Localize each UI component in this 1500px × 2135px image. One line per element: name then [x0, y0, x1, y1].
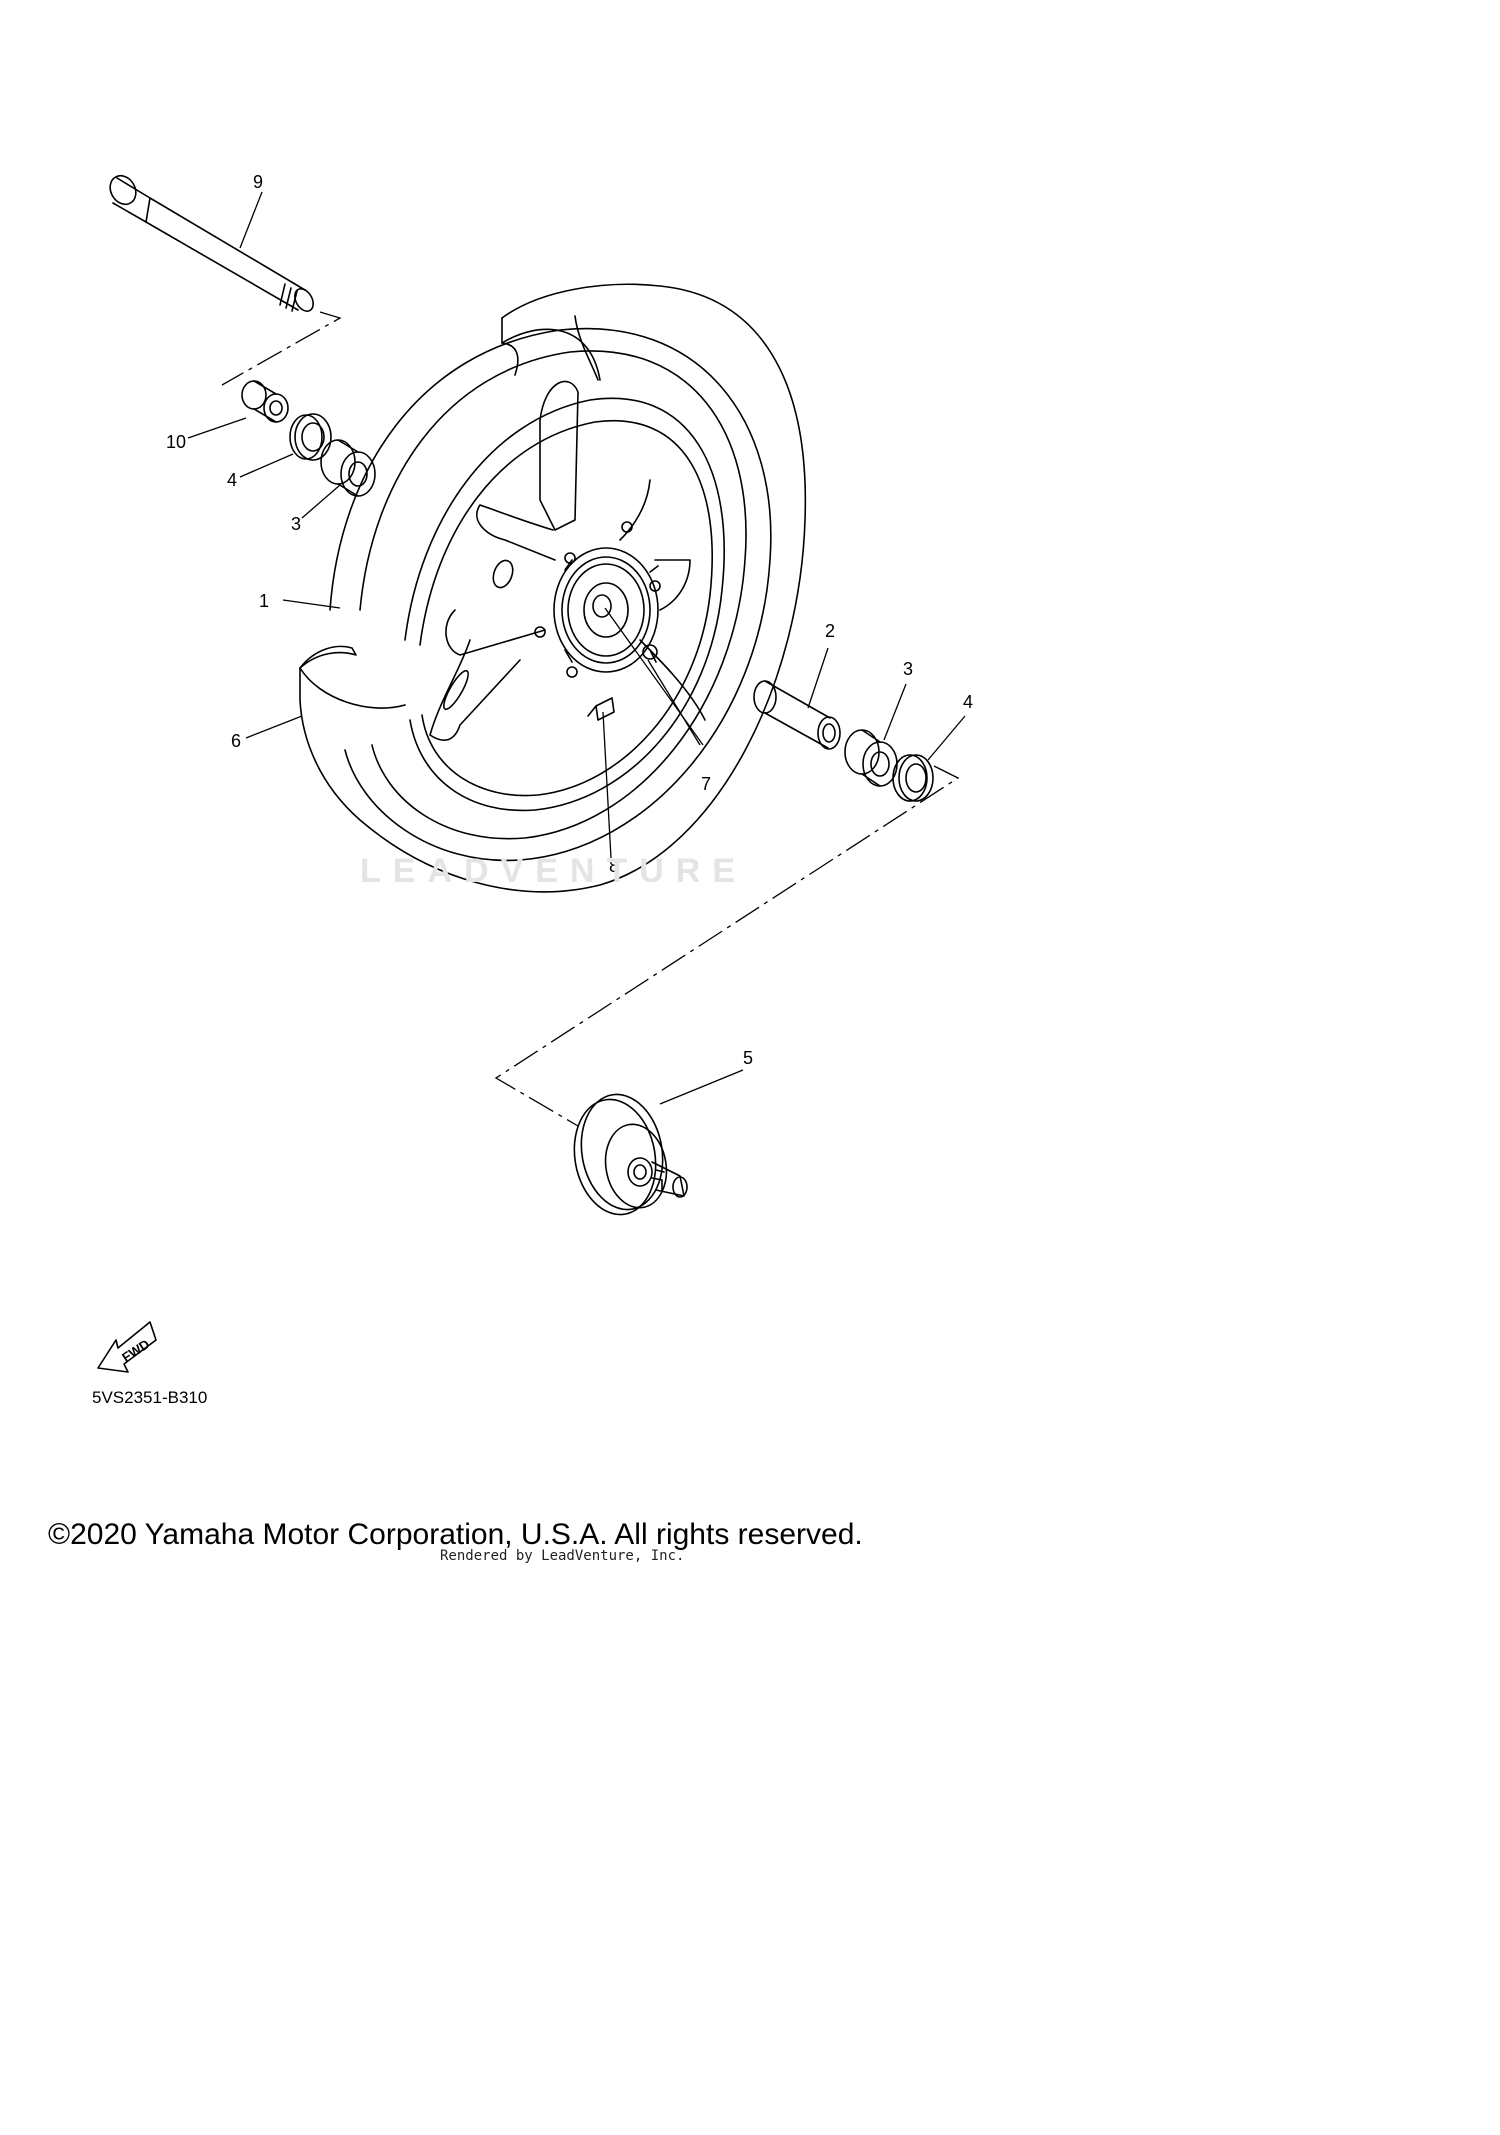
oil-seal-right [892, 754, 934, 802]
watermark: LEADVENTURE [360, 852, 748, 890]
part-code: 5VS2351-B310 [92, 1388, 208, 1407]
callout-6: 6 [231, 731, 241, 751]
meter-gear-unit [573, 1093, 688, 1216]
exploded-parts-diagram: 9 10 4 3 1 2 3 4 6 7 8 5 FWD [97, 172, 973, 1373]
collar [241, 380, 289, 423]
oil-seal-left [289, 413, 332, 461]
forward-arrow-icon: FWD [97, 1321, 157, 1373]
fwd-label: FWD [119, 1336, 152, 1365]
rendered-by-notice: Rendered by LeadVenture, Inc. [440, 1548, 685, 1564]
callout-4-right: 4 [963, 692, 973, 712]
callout-3-left: 3 [291, 514, 301, 534]
bearing-left [320, 439, 376, 497]
axle [109, 174, 314, 312]
callout-1: 1 [259, 591, 269, 611]
callout-3-right: 3 [903, 659, 913, 679]
callout-8: 8 [609, 856, 619, 876]
callout-10: 10 [166, 432, 186, 452]
callout-7: 7 [701, 774, 711, 794]
spacer [753, 680, 841, 750]
callout-9: 9 [253, 172, 263, 192]
callout-4-left: 4 [227, 470, 237, 490]
callout-2: 2 [825, 621, 835, 641]
callout-5: 5 [743, 1048, 753, 1068]
bearing-right [844, 729, 898, 787]
cast-wheel [299, 283, 807, 893]
copyright-notice: ©2020 Yamaha Motor Corporation, U.S.A. A… [48, 1518, 863, 1551]
